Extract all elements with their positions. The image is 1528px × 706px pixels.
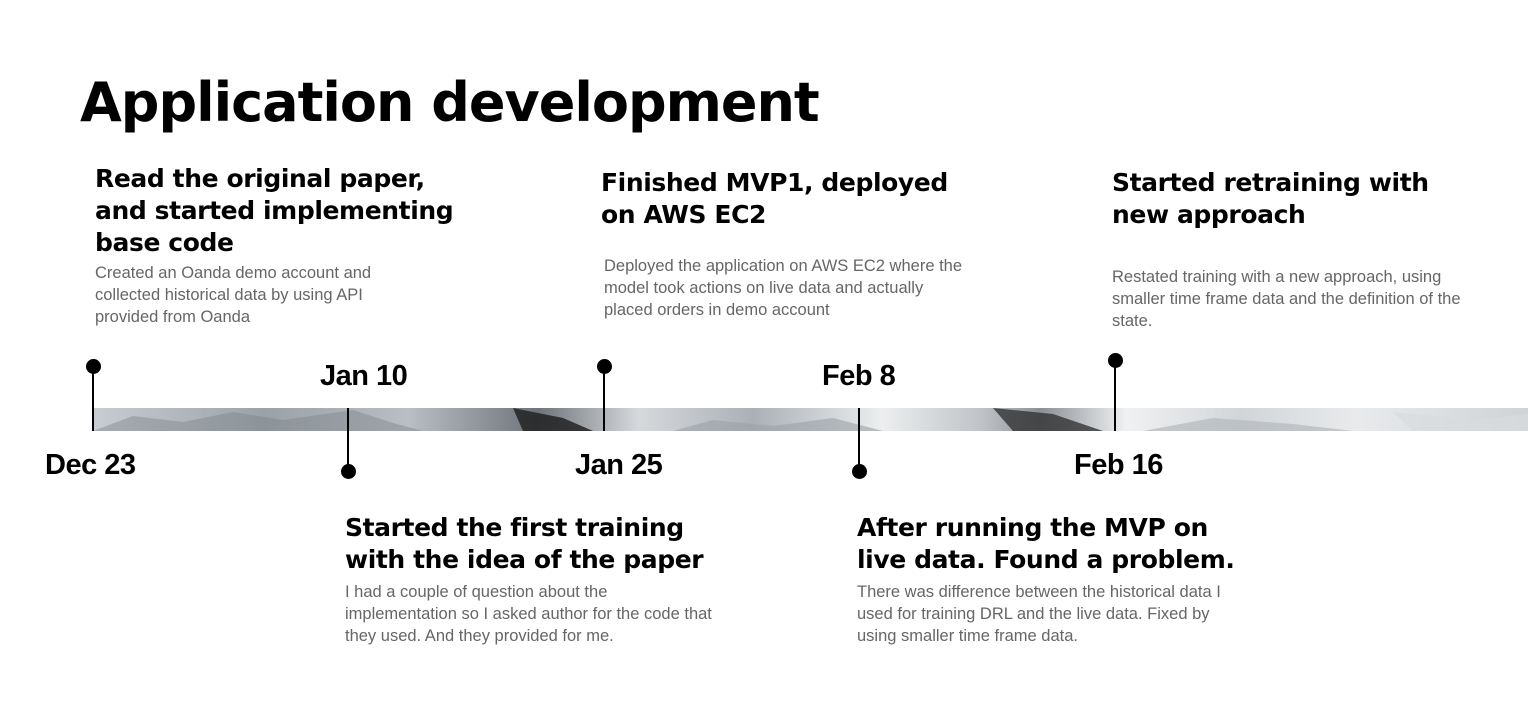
- timeline-date: Feb 8: [822, 360, 896, 392]
- page-title: Application development: [80, 71, 820, 134]
- timeline-stem: [603, 367, 605, 431]
- timeline-marker: [1108, 353, 1123, 368]
- event-description: Deployed the application on AWS EC2 wher…: [604, 257, 963, 319]
- event-description: I had a couple of question about the imp…: [345, 583, 712, 645]
- timeline-marker: [597, 359, 612, 374]
- timeline-stem: [347, 408, 349, 472]
- timeline-marker: [86, 359, 101, 374]
- timeline-stem: [858, 408, 860, 472]
- timeline-band: [93, 408, 1528, 431]
- timeline-stem: [92, 367, 94, 431]
- event-title: Started retraining with new approach: [1112, 168, 1429, 229]
- timeline-date: Jan 10: [320, 360, 408, 392]
- timeline-date: Feb 16: [1074, 449, 1163, 481]
- event-title: After running the MVP on live data. Foun…: [857, 513, 1235, 574]
- timeline-marker: [852, 464, 867, 479]
- event-title: Finished MVP1, deployed on AWS EC2: [601, 168, 948, 229]
- timeline-date: Dec 23: [45, 449, 136, 481]
- timeline-date: Jan 25: [575, 449, 663, 481]
- timeline-stem: [1114, 361, 1116, 431]
- event-description: Created an Oanda demo account and collec…: [95, 264, 372, 326]
- event-description: There was difference between the histori…: [857, 583, 1221, 645]
- event-title: Started the first training with the idea…: [345, 513, 704, 574]
- timeline-marker: [341, 464, 356, 479]
- event-description: Restated training with a new approach, u…: [1112, 268, 1461, 330]
- timeline-texture: [93, 408, 1528, 431]
- event-title: Read the original paper, and started imp…: [95, 164, 454, 257]
